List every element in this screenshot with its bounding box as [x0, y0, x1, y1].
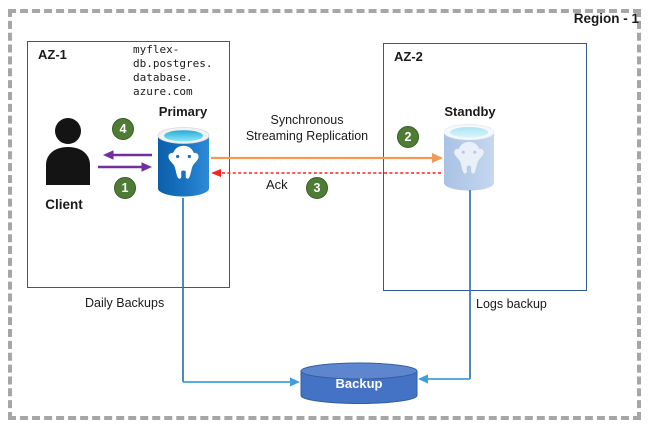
hostname-line: database. — [133, 71, 193, 84]
daily-backups-label: Daily Backups — [85, 296, 165, 310]
ack-flow-label: Ack — [266, 177, 288, 192]
client-label: Client — [45, 197, 83, 212]
logs-backup-label: Logs backup — [476, 297, 547, 311]
primary-database-icon — [157, 126, 210, 198]
step-badge-3: 3 — [306, 177, 328, 199]
hostname-line: db.postgres. — [133, 57, 213, 70]
az2-label: AZ-2 — [394, 49, 423, 64]
az1-label: AZ-1 — [38, 47, 67, 62]
replication-label-line1: Synchronous — [270, 113, 344, 127]
step-badge-2: 2 — [397, 126, 419, 148]
primary-label: Primary — [158, 104, 208, 119]
client-person-icon — [44, 117, 92, 186]
postgresql-elephant-icon — [454, 141, 484, 174]
backup-storage-icon — [300, 362, 418, 405]
primary-hostname: myflex- db.postgres. database. azure.com — [133, 43, 212, 99]
standby-label: Standby — [444, 104, 496, 119]
step-badge-1: 1 — [114, 177, 136, 199]
step-badge-4: 4 — [112, 118, 134, 140]
region-label: Region - 1 — [573, 11, 639, 26]
hostname-line: myflex- — [133, 43, 180, 56]
standby-database-icon — [443, 123, 495, 192]
postgresql-elephant-icon — [168, 145, 199, 179]
backup-label: Backup — [335, 376, 383, 391]
region-boundary — [8, 9, 641, 420]
replication-label-line2: Streaming Replication — [245, 129, 369, 143]
replication-flow-label: Synchronous Streaming Replication — [230, 112, 384, 144]
hostname-line: azure.com — [133, 85, 193, 98]
